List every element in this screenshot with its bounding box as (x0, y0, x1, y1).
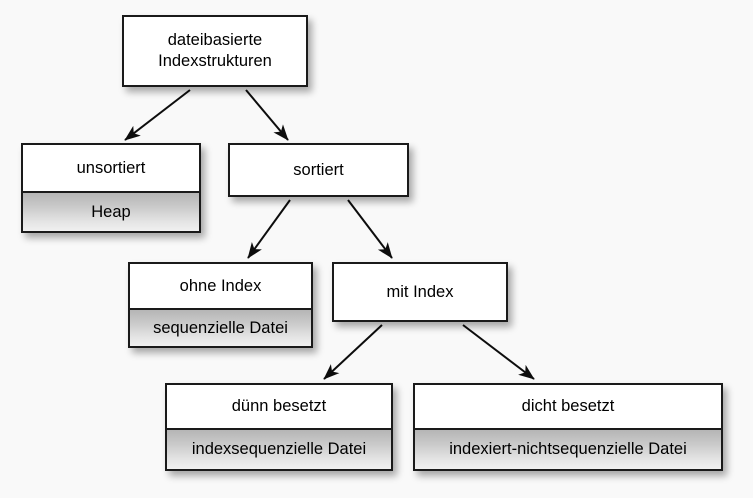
node-duenn-besetzt-sublabel: indexsequenzielle Datei (167, 428, 391, 469)
edge-root-to-sortiert (245, 89, 289, 141)
edge-sortiert-to-mit-index (347, 199, 393, 259)
node-sortiert-label: sortiert (230, 145, 407, 195)
node-sortiert[interactable]: sortiert (228, 143, 409, 197)
node-duenn-besetzt-label: dünn besetzt (167, 385, 391, 428)
edge-sortiert-to-ohne-index (247, 199, 291, 259)
edge-mit-index-to-duenn (323, 324, 383, 380)
node-unsortiert-label: unsortiert (23, 145, 199, 191)
node-root-label: dateibasierte Indexstrukturen (124, 17, 306, 85)
node-unsortiert-sublabel: Heap (23, 191, 199, 231)
edge-root-to-unsortiert (124, 89, 191, 141)
node-dicht-besetzt-label: dicht besetzt (415, 385, 721, 428)
node-dicht-besetzt-sublabel: indexiert-nichtsequenzielle Datei (415, 428, 721, 469)
node-ohne-index-sublabel: sequenzielle Datei (130, 308, 311, 346)
edge-mit-index-to-dicht (462, 324, 535, 380)
node-mit-index[interactable]: mit Index (332, 262, 508, 322)
node-mit-index-label: mit Index (334, 264, 506, 320)
node-root[interactable]: dateibasierte Indexstrukturen (122, 15, 308, 87)
node-ohne-index-label: ohne Index (130, 264, 311, 308)
